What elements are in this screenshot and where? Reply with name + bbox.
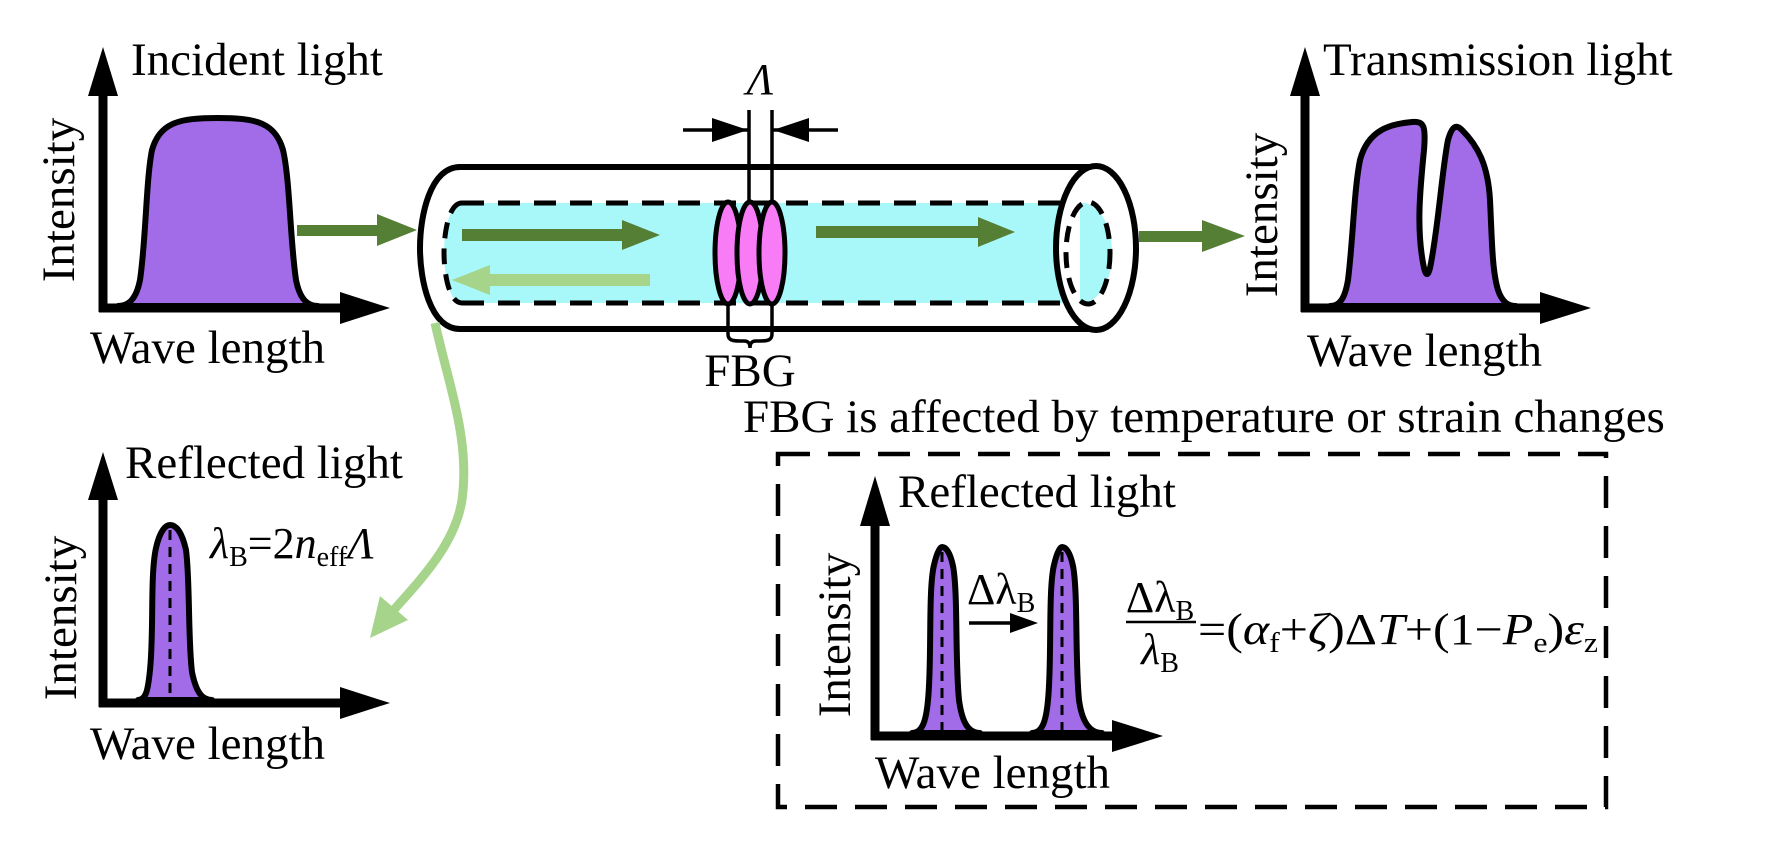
reflected-light-arrow-in-core bbox=[452, 265, 650, 295]
forward-light-arrow-left bbox=[462, 220, 660, 250]
reflected-y-label: Intensity bbox=[35, 535, 87, 700]
incident-title: Incident light bbox=[131, 34, 383, 86]
shift-arrow bbox=[969, 613, 1038, 633]
grating-period-dimension: Λ bbox=[683, 55, 838, 203]
equation-numerator: ΔλB bbox=[1126, 573, 1194, 627]
fiber-end-core-dashed bbox=[1063, 199, 1113, 307]
incident-x-label: Wave length bbox=[90, 322, 325, 374]
shift-box-border bbox=[775, 451, 1609, 810]
fbg-label: FBG bbox=[704, 345, 795, 397]
transmission-y-arrowhead bbox=[1290, 47, 1320, 96]
shift-x-label: Wave length bbox=[875, 747, 1110, 799]
reflection-curved-arrow bbox=[370, 322, 469, 638]
shift-caption: FBG is affected by temperature or strain… bbox=[743, 391, 1665, 443]
transmission-title: Transmission light bbox=[1323, 34, 1673, 86]
forward-light-arrow-right bbox=[816, 217, 1015, 247]
transmission-y-label: Intensity bbox=[1236, 132, 1288, 297]
transmission-spectrum bbox=[1327, 118, 1519, 309]
output-arrow bbox=[1139, 220, 1245, 252]
reflected-y-arrowhead bbox=[88, 452, 118, 500]
transmission-x-arrowhead bbox=[1540, 292, 1591, 324]
shift-spectrum-original bbox=[909, 544, 983, 736]
transmission-x-label: Wave length bbox=[1307, 325, 1542, 377]
incident-y-label: Intensity bbox=[33, 117, 85, 282]
reflected-title: Reflected light bbox=[125, 437, 403, 489]
shift-y-arrowhead bbox=[860, 476, 890, 526]
core-left-dashed bbox=[441, 200, 463, 306]
shift-spectrum-shifted bbox=[1029, 544, 1105, 736]
equation-denominator: λB bbox=[1139, 625, 1179, 679]
incident-light-panel: Incident light Intensity Wave length bbox=[33, 34, 390, 374]
incident-spectrum bbox=[115, 115, 321, 309]
input-arrow bbox=[297, 214, 417, 246]
shift-title: Reflected light bbox=[898, 466, 1176, 518]
shift-y-label: Intensity bbox=[809, 552, 861, 717]
shift-x-arrowhead bbox=[1112, 720, 1163, 752]
reflected-x-label: Wave length bbox=[90, 718, 325, 770]
fiber-bragg-grating bbox=[712, 199, 788, 307]
reflected-x-arrowhead bbox=[340, 687, 390, 719]
wavelength-shift-box: ΔλB Reflected light Intensity Wave lengt… bbox=[775, 451, 1609, 810]
reflected-light-panel: Reflected light Intensity Wave length λB… bbox=[35, 437, 403, 770]
shift-delta-label: ΔλB bbox=[967, 565, 1035, 619]
reflected-spectrum bbox=[135, 522, 215, 703]
grating-plane bbox=[756, 199, 788, 307]
incident-x-arrowhead bbox=[340, 292, 390, 324]
fbg-brace bbox=[726, 305, 774, 349]
bragg-wavelength-formula: λB=2neffΛ bbox=[208, 519, 374, 573]
fiber-end-core bbox=[1080, 203, 1112, 303]
optical-fiber: Λ FBG bbox=[416, 55, 1139, 397]
grating-period-label: Λ bbox=[743, 55, 774, 104]
transmission-light-panel: Transmission light Intensity Wave length bbox=[1236, 34, 1673, 377]
incident-y-arrowhead bbox=[88, 47, 118, 96]
